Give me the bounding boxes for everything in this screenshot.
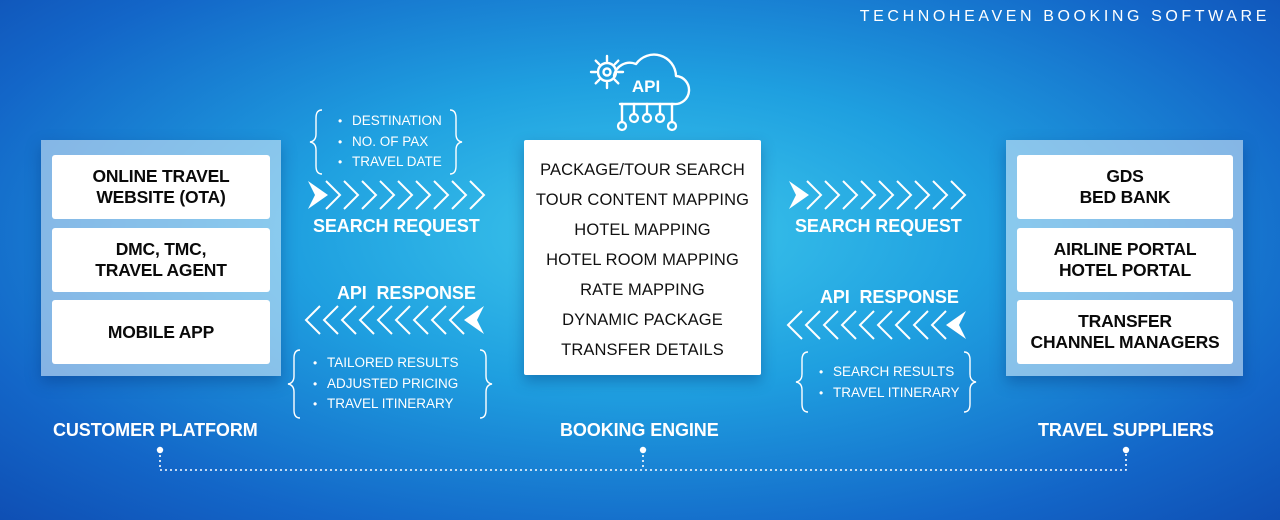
chevron-mark <box>860 180 877 210</box>
chevron-mark <box>804 310 821 340</box>
chevron-mark <box>822 310 839 340</box>
chevron-mark <box>858 310 875 340</box>
travel-suppliers-label: TRAVEL SUPPLIERS <box>1038 420 1214 440</box>
param-item: NO. OF PAX <box>338 132 442 153</box>
chevron-mark <box>914 180 931 210</box>
booking-engine-label: BOOKING ENGINE <box>560 420 719 440</box>
card-line: CHANNEL MANAGERS <box>1030 332 1220 352</box>
chevron-mark <box>451 180 468 210</box>
api-label: API <box>632 77 660 96</box>
chevron-mark <box>430 305 447 335</box>
chevron-mark <box>343 180 360 210</box>
response-item: TAILORED RESULTS <box>313 353 459 374</box>
chevron-mark <box>930 310 947 340</box>
chevron-mark <box>950 180 967 210</box>
engine-item: HOTEL ROOM MAPPING <box>546 251 739 269</box>
chevron-mark <box>876 310 893 340</box>
left-request-braces <box>309 109 463 175</box>
right-search-request-label: SEARCH REQUEST <box>795 216 962 236</box>
chevron-mark <box>412 305 429 335</box>
right-request-arrow-icon <box>789 180 967 210</box>
card-line: TRAVEL AGENT <box>95 260 227 280</box>
api-cloud-icon: API <box>589 53 691 132</box>
right-response-arrow-icon <box>786 310 966 340</box>
engine-item: PACKAGE/TOUR SEARCH <box>540 161 745 179</box>
supplier-card-portals: AIRLINE PORTAL HOTEL PORTAL <box>1017 228 1233 292</box>
param-item: TRAVEL DATE <box>338 152 442 173</box>
customer-card-agent: DMC, TMC, TRAVEL AGENT <box>52 228 270 292</box>
chevron-mark <box>376 305 393 335</box>
card-line: MOBILE APP <box>107 321 215 342</box>
chevron-mark <box>358 305 375 335</box>
left-request-params: DESTINATION NO. OF PAX TRAVEL DATE <box>338 111 442 173</box>
chevron-mark <box>433 180 450 210</box>
chevron-mark <box>304 305 321 335</box>
booking-engine-box: PACKAGE/TOUR SEARCH TOUR CONTENT MAPPING… <box>524 140 761 375</box>
supplier-card-gds: GDS BED BANK <box>1017 155 1233 219</box>
chevron-mark <box>842 180 859 210</box>
chevron-mark <box>397 180 414 210</box>
card-line: ONLINE TRAVEL <box>92 166 230 186</box>
bottom-connector-line <box>156 446 1130 471</box>
left-response-braces <box>287 349 493 419</box>
chevron-mark <box>786 310 803 340</box>
card-line: GDS <box>1106 166 1144 186</box>
card-line: BED BANK <box>1079 187 1171 207</box>
left-search-request-label: SEARCH REQUEST <box>313 216 480 236</box>
chevron-mark <box>415 180 432 210</box>
left-response-items: TAILORED RESULTS ADJUSTED PRICING TRAVEL… <box>313 353 459 415</box>
right-api-response-label: API RESPONSE <box>820 287 959 307</box>
chevron-mark <box>308 181 328 209</box>
chevron-mark <box>469 180 486 210</box>
engine-item: DYNAMIC PACKAGE <box>562 311 723 329</box>
engine-item: HOTEL MAPPING <box>574 221 711 239</box>
chevron-mark <box>932 180 949 210</box>
chevron-mark <box>789 181 809 209</box>
chevron-mark <box>448 305 465 335</box>
right-response-braces <box>795 351 977 413</box>
chevron-mark <box>806 180 823 210</box>
chevron-mark <box>322 305 339 335</box>
chevron-mark <box>379 180 396 210</box>
brand-title: TECHNOHEAVEN BOOKING SOFTWARE <box>859 8 1270 25</box>
chevron-mark <box>912 310 929 340</box>
left-request-arrow-icon <box>308 180 486 210</box>
card-line: TRANSFER <box>1078 311 1172 331</box>
chevron-mark <box>840 310 857 340</box>
engine-item: TOUR CONTENT MAPPING <box>535 191 750 209</box>
customer-card-ota: ONLINE TRAVEL WEBSITE (OTA) <box>52 155 270 219</box>
chevron-mark <box>394 305 411 335</box>
chevron-mark <box>896 180 913 210</box>
response-item: SEARCH RESULTS <box>819 362 960 383</box>
right-response-items: SEARCH RESULTS TRAVEL ITINERARY <box>819 362 960 403</box>
chevron-mark <box>361 180 378 210</box>
chevron-mark <box>824 180 841 210</box>
response-item: ADJUSTED PRICING <box>313 374 459 395</box>
left-response-arrow-icon <box>304 305 484 335</box>
customer-card-mobile-app: MOBILE APP <box>52 300 270 364</box>
card-line: AIRLINE PORTAL <box>1053 239 1197 259</box>
left-api-response-label: API RESPONSE <box>337 283 476 303</box>
customer-platform-label: CUSTOMER PLATFORM <box>53 420 258 440</box>
response-item: TRAVEL ITINERARY <box>313 394 459 415</box>
engine-item: TRANSFER DETAILS <box>561 341 724 359</box>
chevron-mark <box>340 305 357 335</box>
chevron-mark <box>464 306 484 334</box>
card-line: WEBSITE (OTA) <box>96 187 226 207</box>
chevron-mark <box>325 180 342 210</box>
response-item: TRAVEL ITINERARY <box>819 383 960 404</box>
chevron-mark <box>894 310 911 340</box>
card-line: HOTEL PORTAL <box>1058 260 1192 280</box>
chevron-mark <box>946 311 966 339</box>
card-line: DMC, TMC, <box>115 239 207 259</box>
supplier-card-transfer: TRANSFER CHANNEL MANAGERS <box>1017 300 1233 364</box>
engine-item: RATE MAPPING <box>580 281 705 299</box>
chevron-mark <box>878 180 895 210</box>
param-item: DESTINATION <box>338 111 442 132</box>
